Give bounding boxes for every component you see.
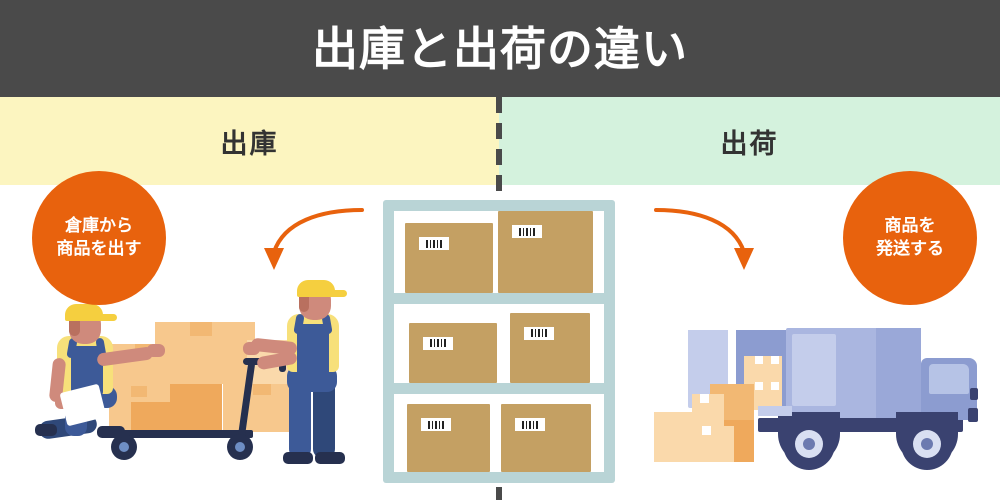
page-title: 出庫と出荷の違い [312,22,688,75]
truck-box-tape [771,382,779,390]
shelf-box [407,404,491,472]
box-tape [190,322,212,336]
truck-windshield [929,364,969,394]
shelf-row [394,393,604,472]
barcode-label [512,225,543,238]
truck-box-tape [755,382,763,390]
worker-cap-brim [95,314,117,321]
shelf-row [394,304,604,383]
shelf-box [408,322,497,383]
band-right-label: 出荷 [720,128,779,159]
callout-left-line1: 倉庫から [65,216,133,236]
band-left-label: 出庫 [220,128,279,159]
band-left-shukko: 出庫 [0,97,499,185]
curved-arrow-down-right [654,208,754,270]
shelf-box [498,211,594,293]
callout-right-line1: 商品を [884,216,936,236]
worker-hand [147,344,165,357]
barcode-label [523,326,554,340]
shelf-row [394,211,604,293]
callout-left: 倉庫から 商品を出す [32,171,166,305]
truck-mirror [970,388,978,400]
barcode-label [514,418,545,431]
curved-arrow-down-left [264,208,364,270]
truck-wheel-hub [921,438,933,450]
callout-right-line2: 発送する [876,239,944,258]
truck-box-outside [692,426,734,462]
worker-shoe [97,426,125,438]
shelf-box [509,312,590,383]
box-tape [131,386,147,397]
cart-wheel-hub [235,442,245,452]
warehouse-shelf [383,200,615,483]
band-right-shukka: 出荷 [499,97,1000,185]
truck-cargo-body-shade [876,328,921,418]
shelf-box [500,404,591,472]
cart-wheel-hub [119,442,129,452]
truck-box-outside [654,412,696,462]
callout-right: 商品を 発送する [843,171,977,305]
worker-kneeling [35,302,165,462]
worker-hand [243,342,260,355]
illustration-delivery-truck [640,300,985,485]
truck-box-tape [702,426,711,435]
truck-bumper [968,408,978,422]
truck-box-tape [771,356,779,364]
worker-standing [243,280,361,480]
truck-rear-door-trim [688,330,728,334]
truck-box-tape [755,356,763,364]
worker-cap-brim [325,290,347,297]
worker-hair [299,292,309,312]
truck-side-panel [792,334,836,406]
worker-shoe [35,424,57,436]
barcode-label [421,418,452,431]
worker-cap [65,304,103,321]
barcode-label [418,237,449,250]
worker-hair [69,316,80,336]
callout-left-line2: 商品を出す [56,239,142,258]
truck-wheel-hub [803,438,815,450]
worker-shoe [283,452,313,464]
truck-box-tape [700,394,709,403]
title-bar: 出庫と出荷の違い [0,0,1000,97]
illustration-warehouse-workers [35,262,365,492]
cart-deck [105,430,253,438]
worker-overall-bib [297,324,329,376]
barcode-label [422,336,453,350]
truck-loading-ramp [758,406,792,416]
shelf-box [404,223,493,293]
worker-shoe [315,452,345,464]
worker-leg [313,376,335,458]
worker-leg [289,376,311,458]
box-tape [253,384,271,395]
